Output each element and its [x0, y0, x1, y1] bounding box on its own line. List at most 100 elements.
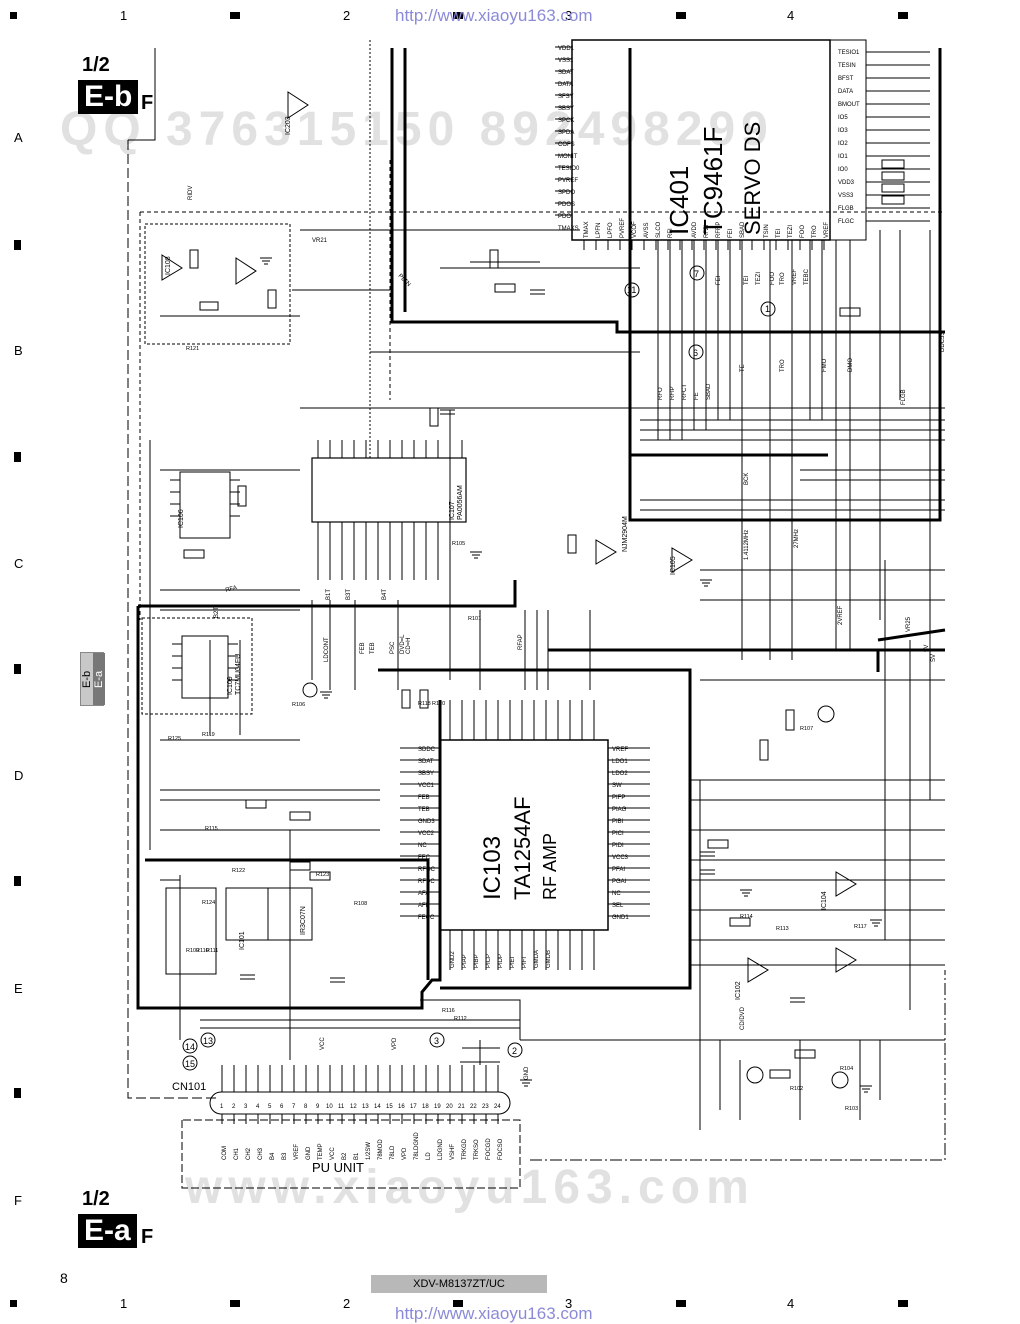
net-label: RIDV: [188, 186, 194, 200]
frame-marker: [14, 240, 21, 250]
cn101-pin-name: B2: [342, 1152, 348, 1160]
sheet-fraction-top: 1/2: [82, 54, 110, 76]
net-label: TEB: [370, 642, 376, 654]
resistor-symbols: [183, 249, 861, 1079]
ic401-bottom-pin-stubs: [583, 240, 825, 250]
ic103-pin-name: PFAI: [612, 867, 625, 873]
cn101-pin-number: 12: [350, 1104, 357, 1110]
ic103-pin-name: PICP: [486, 954, 492, 968]
ic109-dashed: [141, 617, 253, 715]
component-label: R123: [316, 872, 329, 878]
net-label: FEI: [716, 275, 722, 285]
net-label: GND: [524, 1066, 530, 1080]
ic401-pin-name: SPDO: [558, 190, 575, 196]
cn101-pin-number: 24: [494, 1104, 501, 1110]
component-label: R110: [196, 948, 209, 954]
column-number: 1: [120, 8, 128, 23]
ic401-pin-name: SFSY: [558, 94, 574, 100]
ic103-pin-name: AFA: [418, 891, 429, 897]
cn101-pin-name: VREF: [294, 1144, 300, 1160]
ic401-pin-name: TESIO0: [558, 166, 580, 172]
ic-label: IC105: [670, 556, 677, 575]
ic401-right-pin-name: TESIN: [838, 63, 856, 69]
transistor-q: [831, 1071, 849, 1089]
sheet-f-bottom: F: [141, 1226, 154, 1248]
cn101-pin-names: COM CH1 CH2 CH3 B4 B3 VREF GND TEMP VCC …: [222, 1132, 504, 1160]
numbered-point: 11: [627, 285, 636, 295]
ic103-pin-name: GND3: [418, 819, 435, 825]
net-label: B2T: [214, 607, 220, 618]
ic103-pin-name: LDO1: [612, 759, 628, 765]
cn101-pin-name: LDGND: [438, 1138, 444, 1160]
cn101-pin-numbers: 1 2 3 4 5 6 7 8 9 10 11 12 13 14 15 16 1…: [220, 1104, 501, 1110]
rfamp-region: [136, 606, 442, 1010]
cn101-pin-number: 3: [244, 1104, 248, 1110]
ic-label: IC109: [227, 676, 234, 695]
net-label: RFIP: [670, 386, 676, 400]
opamp-ic108: [161, 254, 183, 281]
cn101-pin-number: 16: [398, 1104, 405, 1110]
rfamp-region: [378, 668, 692, 990]
ic401-pin-name: RFZI: [704, 224, 710, 238]
ir3c07n-body: [267, 887, 313, 941]
page-number: 8: [60, 1270, 68, 1286]
frame-marker: [10, 12, 17, 19]
ic401-right-pin-name: IO3: [838, 128, 848, 134]
ic103-pin-name: VCC1: [418, 783, 435, 789]
ic401-pin-name: TEZI: [788, 225, 794, 238]
net-label: VR25: [906, 616, 912, 632]
qq-watermark: QQ 376315150 892498299: [60, 103, 774, 156]
sheet-fraction-bottom: 1/2: [82, 1188, 110, 1210]
ic103-pin-name: VCC2: [418, 831, 435, 837]
cn101-pin-number: 8: [304, 1104, 308, 1110]
ic103-ref: IC103: [479, 836, 506, 900]
cn101-pin-number: 23: [482, 1104, 489, 1110]
boundary-dashed: [127, 140, 220, 1099]
ic-label: IC106: [178, 509, 185, 528]
ic401-pin-name: RFI: [668, 228, 674, 238]
cn101-pin-name: B1: [354, 1152, 360, 1160]
cn101-pin-name: B3: [282, 1152, 288, 1160]
net-label: FEB: [360, 642, 366, 654]
opamp-ic102b: [835, 947, 857, 973]
component-label: R124: [202, 900, 215, 906]
ic103-pin-name: SW: [612, 783, 622, 789]
cn101-pin-number: 11: [338, 1104, 345, 1110]
column-number: 3: [565, 8, 573, 23]
cn101-pin-name: GND: [306, 1146, 312, 1160]
component-label: R109: [186, 948, 199, 954]
ic-label: IC104: [821, 891, 828, 910]
ic401-right-pin-name: BFST: [838, 76, 854, 82]
component-label: R108: [354, 901, 367, 907]
ic401-pin-name: PVREF: [558, 178, 578, 184]
ic401-pin-name: TMAX: [584, 221, 590, 238]
cn101-pin-name: CH3: [258, 1147, 264, 1160]
ic401-ref: IC401: [664, 166, 694, 235]
row-letter: D: [14, 768, 24, 783]
sheet-f-top: F: [141, 92, 154, 114]
frame-marker: [453, 12, 463, 19]
net-label: FMO: [822, 358, 828, 372]
ic-label: PA0056AM: [457, 485, 464, 520]
net-label: TE: [740, 364, 746, 372]
net-label: RFO: [658, 387, 664, 400]
net-label: BCK: [744, 473, 750, 485]
cn101-pin-number: 14: [374, 1104, 381, 1110]
component-label: R120: [432, 701, 445, 707]
cn101-pin-name: 78MOD: [378, 1139, 384, 1160]
ic103-pin-name: FEB: [418, 795, 430, 801]
ic103-pin-name: PIBI: [612, 819, 624, 825]
net-label: VPD: [392, 1037, 398, 1050]
connector-ref: CN101: [172, 1081, 206, 1093]
component-label: R105: [452, 541, 465, 547]
ic401-pin-name: TSIN: [764, 224, 770, 238]
component-label: R115: [205, 826, 218, 832]
column-number: 3: [565, 1296, 573, 1311]
ic103-pin-name: VCC3: [612, 855, 629, 861]
ic401-pin-name: SDAT: [558, 70, 574, 76]
ic401-pin-name: RFRP: [716, 222, 722, 238]
ic401-pin-name: LPFN: [596, 223, 602, 238]
ic103-pin-name: PGAI: [612, 879, 627, 885]
opamp-ic203: [287, 91, 309, 119]
net-label: 9V: [924, 645, 930, 652]
